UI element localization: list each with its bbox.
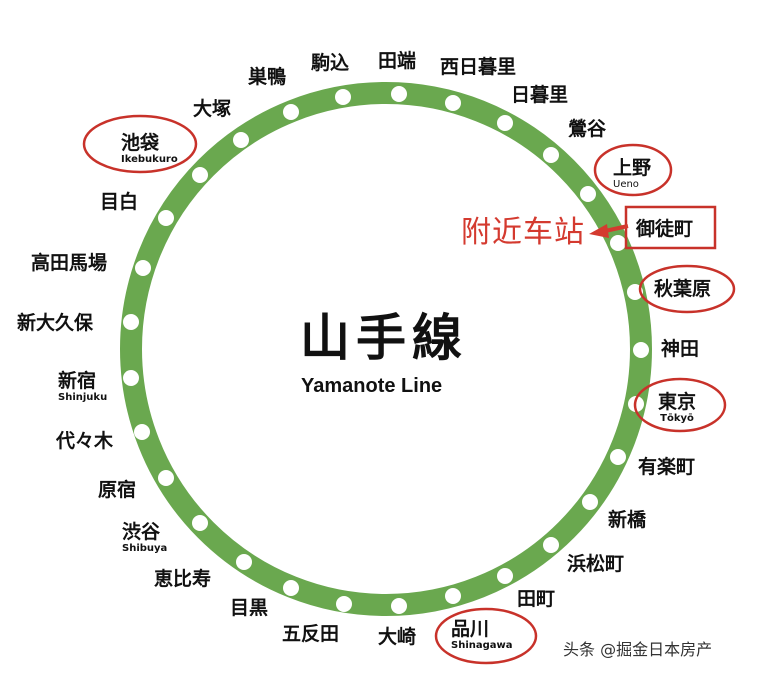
highlight-tokyo — [633, 377, 727, 433]
station-label-meguro: 目黒 — [230, 597, 269, 619]
station-label-uguisudani: 鶯谷 — [568, 118, 607, 140]
station-label-tamachi: 田町 — [517, 588, 556, 610]
station-label-yurakucho: 有楽町 — [638, 456, 696, 478]
station-label-tabata: 田端 — [378, 50, 417, 72]
station-label-komagome: 駒込 — [311, 52, 350, 74]
station-label-yoyogi: 代々木 — [56, 430, 114, 452]
highlight-ikebukuro — [82, 114, 198, 174]
station-label-shimbashi: 新橋 — [608, 509, 647, 531]
station-label-kanda: 神田 — [661, 338, 700, 360]
station-label-gotanda: 五反田 — [282, 623, 340, 645]
station-label-hamamatsucho: 浜松町 — [567, 553, 625, 575]
station-label-takadanobaba: 高田馬場 — [31, 252, 108, 274]
nearby-station-annotation: 附近车站 — [461, 215, 585, 250]
station-label-harajuku: 原宿 — [98, 479, 137, 501]
watermark-text: 头条 @掘金日本房产 — [563, 640, 713, 659]
station-label-otsuka: 大塚 — [193, 98, 232, 120]
station-label-mejiro: 目白 — [100, 191, 139, 213]
highlight-ueno — [593, 143, 673, 197]
highlight-shinagawa — [434, 607, 538, 665]
highlight-akihabara — [638, 264, 736, 314]
station-label-osaki: 大崎 — [378, 626, 417, 648]
station-label-ebisu: 恵比寿 — [154, 568, 212, 590]
station-label-sugamo: 巣鴨 — [248, 66, 287, 88]
station-label-akihabara: 秋葉原 — [654, 278, 712, 300]
arrow-icon — [589, 224, 629, 238]
station-label-nippori: 日暮里 — [511, 84, 569, 106]
line-title-english: Yamanote Line — [301, 375, 443, 397]
station-dots — [123, 86, 649, 614]
station-label-okachimachi: 御徒町 — [636, 218, 694, 240]
station-label-shin-okubo: 新大久保 — [17, 312, 94, 334]
station-label-nishi-nippori: 西日暮里 — [440, 56, 517, 78]
line-title-japanese: 山手線 — [300, 309, 468, 367]
